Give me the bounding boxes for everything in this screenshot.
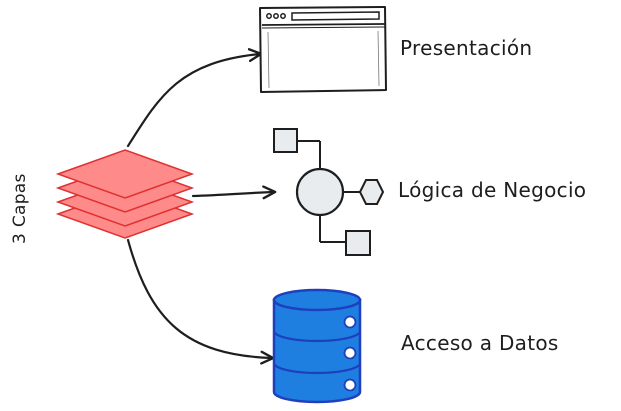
arrow-to-logica [191,185,277,200]
logic-node-icon [273,128,385,256]
label-acceso-a-datos: Acceso a Datos [401,331,559,355]
arrow-to-acceso [126,238,275,365]
arrow-to-presentacion [126,48,263,148]
label-3-capas: 3 Capas [10,173,30,244]
browser-window-icon [259,6,387,93]
label-logica-de-negocio: Lógica de Negocio [398,178,587,202]
label-presentacion: Presentación [400,36,533,60]
layers-stack-icon [55,149,195,239]
database-icon [272,288,362,404]
